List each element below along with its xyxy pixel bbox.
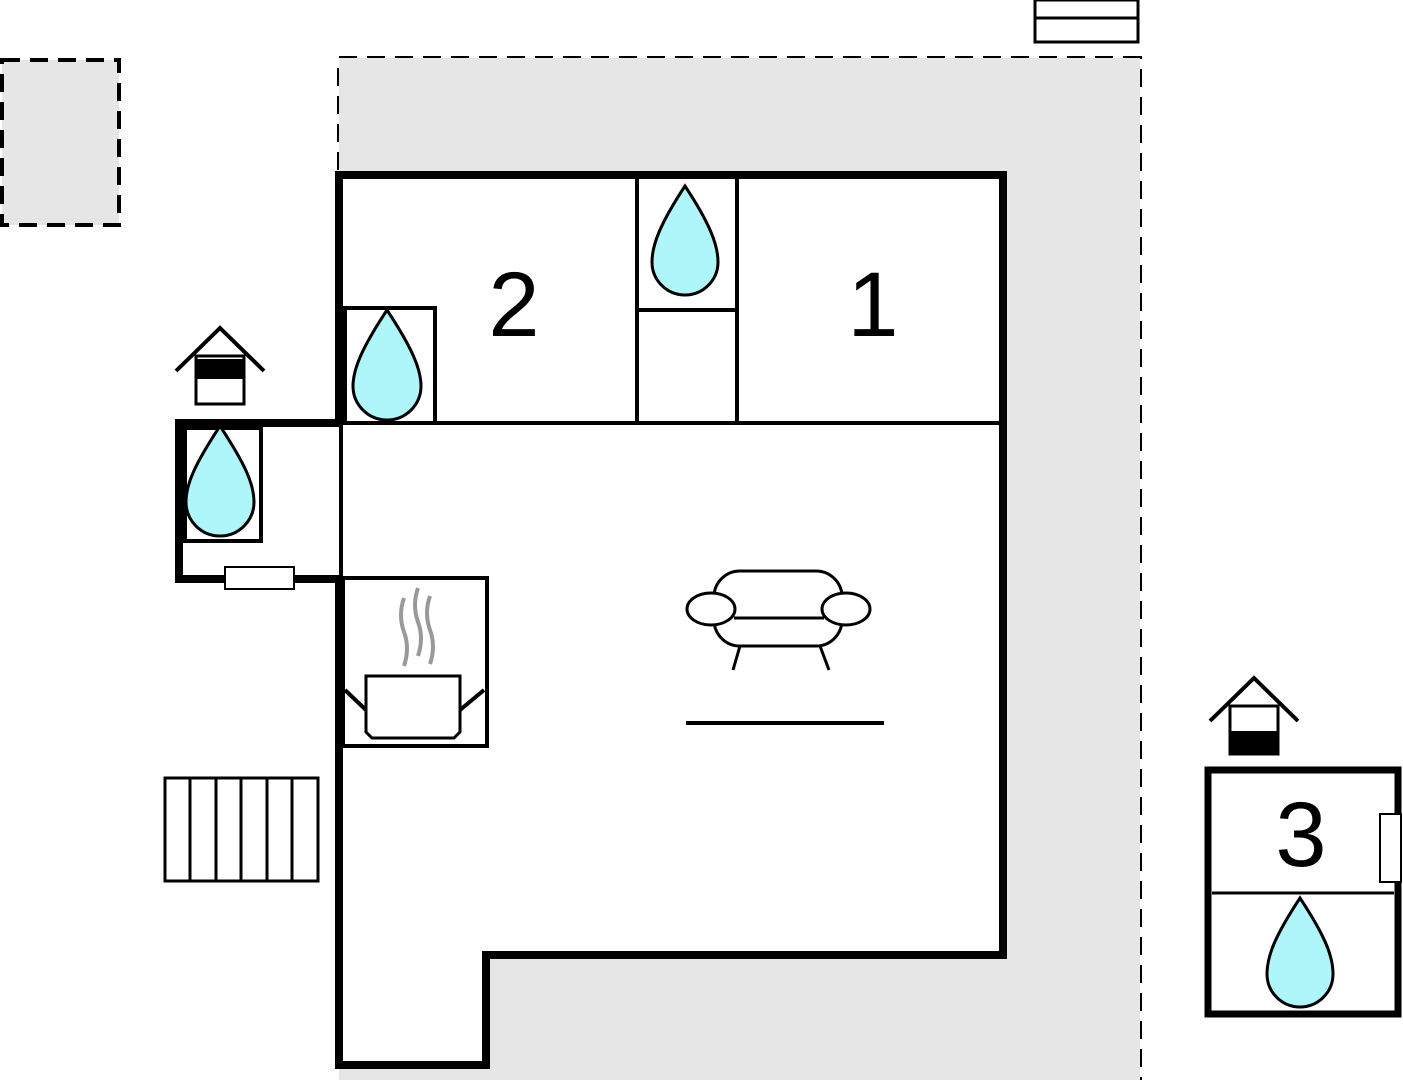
interior-walls — [339, 175, 1003, 425]
house-icon — [174, 325, 266, 406]
building-3: 3 — [1204, 766, 1402, 1018]
door-icon — [224, 566, 295, 590]
main-building — [335, 171, 1007, 1069]
room-number-1: 1 — [847, 254, 898, 356]
stove-pot-icon — [343, 587, 486, 740]
small-terrace — [0, 58, 121, 227]
water-drop-icon — [184, 423, 256, 538]
door-icon — [1033, 0, 1140, 44]
door-icon — [1379, 813, 1402, 883]
room-number-2: 2 — [488, 254, 539, 356]
house-icon — [1208, 675, 1300, 756]
stairs-icon — [163, 776, 320, 883]
kitchen — [341, 576, 489, 748]
sofa-icon — [685, 569, 872, 671]
water-drop-icon — [1265, 895, 1335, 1009]
outdoor-area — [0, 56, 1142, 1080]
room-number-3: 3 — [1275, 784, 1326, 886]
water-drop-icon — [351, 307, 423, 422]
water-drop-icon — [650, 183, 720, 297]
terrace-fill — [339, 58, 1140, 1080]
